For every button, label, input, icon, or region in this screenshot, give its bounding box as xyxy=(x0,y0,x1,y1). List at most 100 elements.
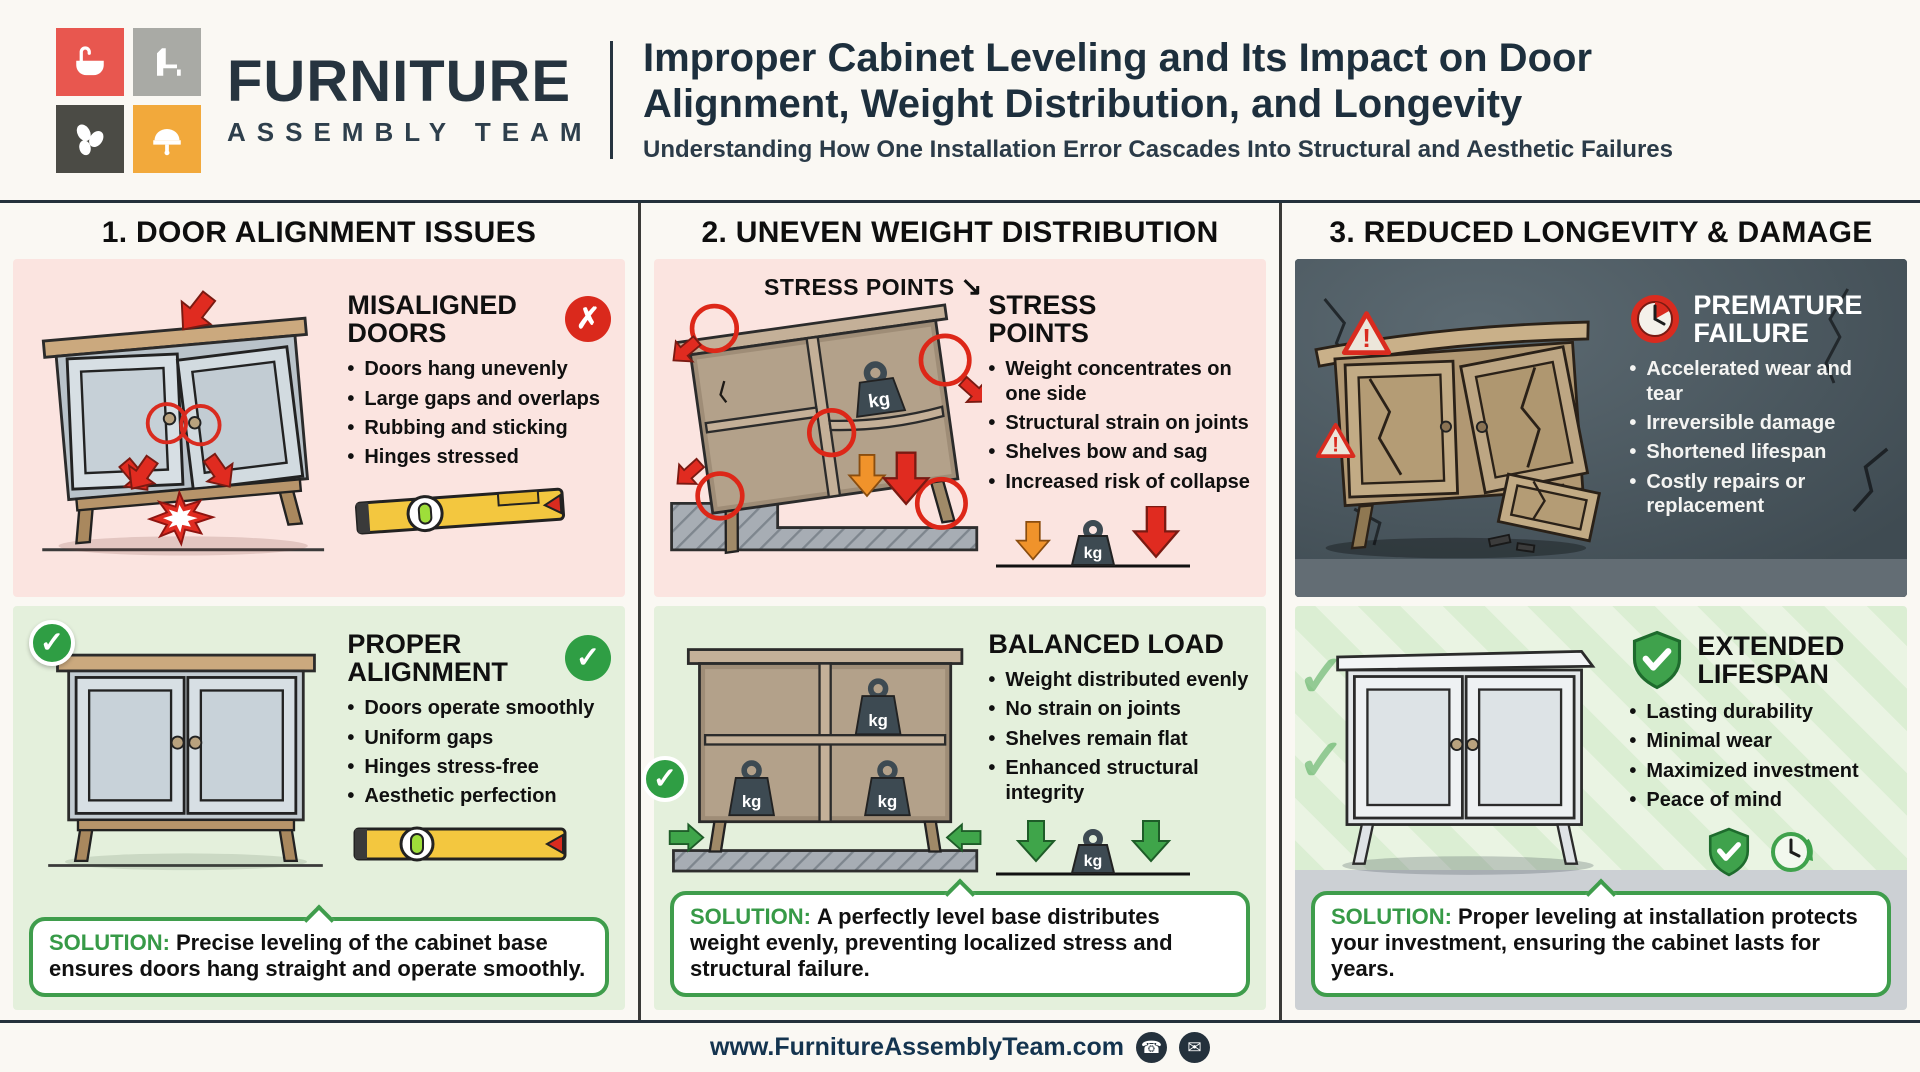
solution-text: A perfectly level base distributes weigh… xyxy=(690,904,1173,982)
bullet-item: Aesthetic perfection xyxy=(347,784,611,809)
section-3-header: 3. REDUCED LONGEVITY & DAMAGE xyxy=(1329,216,1873,249)
section-longevity-damage: 3. REDUCED LONGEVITY & DAMAGE xyxy=(1279,203,1920,1020)
brand-name: FURNITURE xyxy=(227,48,572,114)
premature-failure-bullets: Accelerated wear and tear Irreversible d… xyxy=(1629,357,1893,518)
proper-alignment-heading: PROPER ALIGNMENT ✓ xyxy=(347,630,611,686)
extended-lifespan-text: EXTENDED LIFESPAN Lasting durability Min… xyxy=(1623,616,1895,886)
phone-icon[interactable]: ☎ xyxy=(1136,1032,1167,1063)
brand-subname: ASSEMBLY TEAM xyxy=(227,116,593,147)
bullet-item: Irreversible damage xyxy=(1629,411,1893,436)
bullet-item: Shortened lifespan xyxy=(1629,440,1893,465)
bullet-item: Costly repairs or replacement xyxy=(1629,470,1893,519)
stress-points-heading: STRESS POINTS xyxy=(988,291,1252,347)
bullet-item: Enhanced structural integrity xyxy=(988,756,1252,805)
shield-check-icon xyxy=(1709,827,1750,876)
plant-icon xyxy=(56,104,124,173)
heading-text: EXTENDED LIFESPAN xyxy=(1697,630,1845,689)
spirit-level-icon xyxy=(355,487,566,535)
section-weight-distribution: 2. UNEVEN WEIGHT DISTRIBUTION STRESS POI… xyxy=(638,203,1279,1020)
misaligned-doors-bullets: Doors hang unevenly Large gaps and overl… xyxy=(347,357,611,470)
svg-text:!: ! xyxy=(1332,434,1339,457)
solution-label: SOLUTION: xyxy=(690,904,811,930)
bullet-item: Doors hang unevenly xyxy=(347,357,611,382)
stress-points-label: STRESS POINTS xyxy=(764,271,983,302)
page-subtitle: Understanding How One Installation Error… xyxy=(643,135,1673,163)
brand: FURNITURE ASSEMBLY TEAM xyxy=(227,48,593,148)
bullet-item: Uniform gaps xyxy=(347,726,611,751)
solution-text: Precise leveling of the cabinet base ens… xyxy=(49,930,586,982)
solution-label: SOLUTION: xyxy=(1331,904,1452,930)
damaged-cabinet-illustration: ! ! xyxy=(1307,269,1623,587)
email-icon[interactable]: ✉ xyxy=(1179,1032,1210,1063)
cross-glyph: ✗ xyxy=(575,302,601,335)
collision-starburst xyxy=(146,489,217,547)
balanced-load-weight-icon: kg xyxy=(996,820,1191,876)
bullet-item: Maximized investment xyxy=(1629,759,1893,784)
title-block: Improper Cabinet Leveling and Its Impact… xyxy=(643,36,1693,163)
bullet-item: Peace of mind xyxy=(1629,788,1893,813)
misaligned-doors-text: MISALIGNED DOORS ✗ Doors hang unevenly L… xyxy=(341,269,613,587)
bullet-item: Increased risk of collapse xyxy=(988,470,1252,495)
extended-lifespan-heading: EXTENDED LIFESPAN xyxy=(1629,630,1893,690)
bullet-item: Shelves remain flat xyxy=(988,727,1252,752)
bullet-item: Structural strain on joints xyxy=(988,411,1252,436)
stress-points-bullets: Weight concentrates on one side Structur… xyxy=(988,357,1252,494)
heading-text: BALANCED LOAD xyxy=(988,629,1224,659)
bullet-item: Lasting durability xyxy=(1629,700,1893,725)
lamp-icon xyxy=(133,104,201,173)
heading-text: PREMATURE FAILURE xyxy=(1693,290,1863,349)
bullet-item: No strain on joints xyxy=(988,697,1252,722)
check-circle-icon: ✓ xyxy=(565,635,611,682)
bullet-item: Hinges stressed xyxy=(347,445,611,470)
solution-label: SOLUTION: xyxy=(49,930,170,956)
title-line-1: Improper Cabinet Leveling and Its Impact… xyxy=(643,36,1593,81)
svg-text:!: ! xyxy=(1362,323,1371,353)
premature-failure-text: PREMATURE FAILURE Accelerated wear and t… xyxy=(1623,269,1895,587)
check-glyph: ✓ xyxy=(652,762,678,795)
warning-triangle-icon: ! xyxy=(1341,311,1392,355)
heading-text: STRESS POINTS xyxy=(988,290,1097,349)
svg-text:kg: kg xyxy=(867,388,891,412)
bullet-item: Rubbing and sticking xyxy=(347,416,611,441)
section-door-alignment: 1. DOOR ALIGNMENT ISSUES xyxy=(0,203,638,1020)
email-glyph: ✉ xyxy=(1187,1037,1202,1057)
svg-text:kg: kg xyxy=(1084,545,1103,562)
header: FURNITURE ASSEMBLY TEAM Improper Cabinet… xyxy=(0,0,1920,200)
proper-alignment-panel: ✓ xyxy=(13,606,625,1010)
check-mark-decoration: ✓ xyxy=(1297,728,1346,793)
title-line-2: Alignment, Weight Distribution, and Long… xyxy=(643,81,1523,126)
solution-box-3: SOLUTION:Proper leveling at installation… xyxy=(1311,891,1891,997)
clock-history-icon xyxy=(1771,831,1814,872)
bullet-item: Doors operate smoothly xyxy=(347,696,611,721)
premature-failure-panel: ! ! xyxy=(1295,259,1907,597)
website-link[interactable]: www.FurnitureAssemblyTeam.com xyxy=(710,1033,1124,1061)
kg-weight: kg xyxy=(728,760,776,817)
kg-weight: kg xyxy=(854,678,902,736)
footer: www.FurnitureAssemblyTeam.com ☎ ✉ xyxy=(0,1023,1920,1072)
page-title: Improper Cabinet Leveling and Its Impact… xyxy=(643,36,1673,126)
main-content: 1. DOOR ALIGNMENT ISSUES xyxy=(0,200,1920,1023)
phone-glyph: ☎ xyxy=(1140,1037,1163,1057)
fallen-door xyxy=(1496,472,1602,543)
bullet-item: Weight concentrates on one side xyxy=(988,357,1252,406)
bullet-item: Hinges stress-free xyxy=(347,755,611,780)
check-glyph: ✓ xyxy=(39,626,65,659)
kg-weight: kg xyxy=(864,760,911,817)
heading-text: PROPER ALIGNMENT xyxy=(347,629,508,688)
logo: FURNITURE ASSEMBLY TEAM xyxy=(0,27,610,173)
bullet-item: Minimal wear xyxy=(1629,729,1893,754)
bathtub-icon xyxy=(56,27,124,96)
alarm-clock-icon xyxy=(1631,295,1680,344)
bullet-item: Shelves bow and sag xyxy=(988,440,1252,465)
uneven-weight-panel: STRESS POINTS xyxy=(654,259,1266,597)
misaligned-doors-panel: MISALIGNED DOORS ✗ Doors hang unevenly L… xyxy=(13,259,625,597)
bullet-item: Accelerated wear and tear xyxy=(1629,357,1893,406)
svg-text:kg: kg xyxy=(868,711,888,730)
proper-alignment-bullets: Doors operate smoothly Uniform gaps Hing… xyxy=(347,696,611,809)
check-glyph: ✓ xyxy=(575,641,601,674)
check-circle-icon: ✓ xyxy=(29,620,75,666)
solution-box-1: SOLUTION:Precise leveling of the cabinet… xyxy=(29,917,609,997)
chair-icon xyxy=(133,27,201,96)
premature-failure-heading: PREMATURE FAILURE xyxy=(1629,291,1893,347)
